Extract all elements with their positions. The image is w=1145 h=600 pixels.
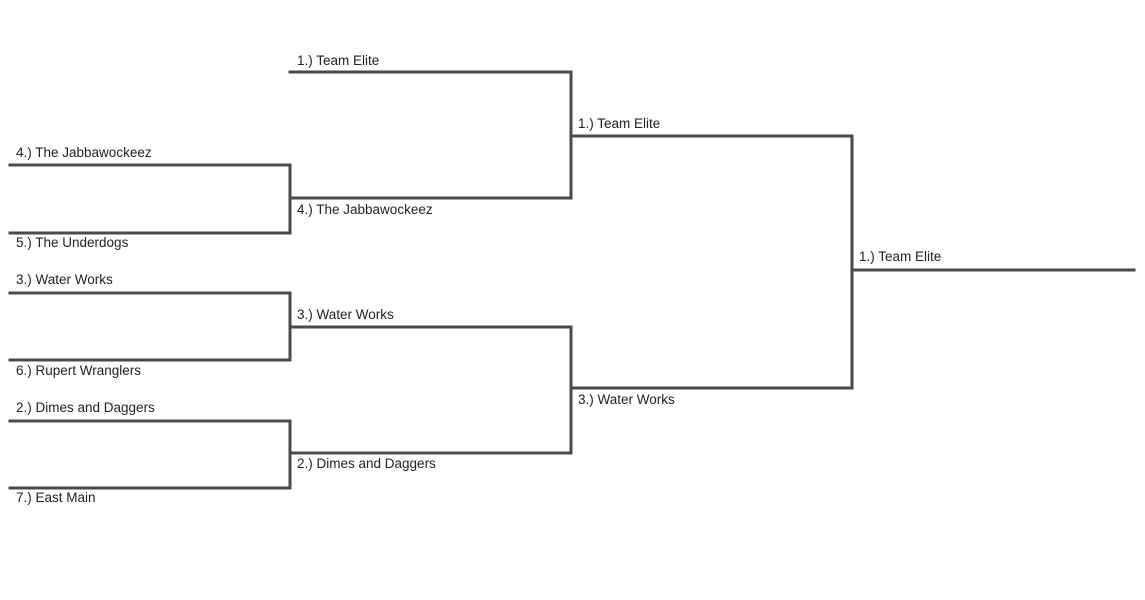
bracket-connector-r1-c <box>8 419 292 490</box>
bracket-connector-r2-b <box>288 325 573 455</box>
round1-team-label: 3.) Water Works <box>16 272 113 287</box>
round1-team-label: 4.) The Jabbawockeez <box>16 145 152 160</box>
round1-team-label: 2.) Dimes and Daggers <box>16 400 155 415</box>
round2-team-label: 1.) Team Elite <box>297 53 380 68</box>
bracket-connector-semifinal <box>569 134 854 390</box>
semifinal-team-label: 1.) Team Elite <box>578 116 661 131</box>
round1-team-label: 7.) East Main <box>16 490 96 505</box>
round1-team-label: 5.) The Underdogs <box>16 235 129 250</box>
champion-team-label: 1.) Team Elite <box>859 249 942 264</box>
bracket-connector-r2-a <box>288 70 573 200</box>
bracket-connector-r1-b <box>8 291 292 362</box>
bracket-connector-r1-a <box>8 163 292 235</box>
round2-team-label: 4.) The Jabbawockeez <box>297 202 433 217</box>
round1-team-label: 6.) Rupert Wranglers <box>16 363 142 378</box>
round2-team-label: 2.) Dimes and Daggers <box>297 456 436 471</box>
semifinal-team-label: 3.) Water Works <box>578 392 675 407</box>
round2-team-label: 3.) Water Works <box>297 307 394 322</box>
